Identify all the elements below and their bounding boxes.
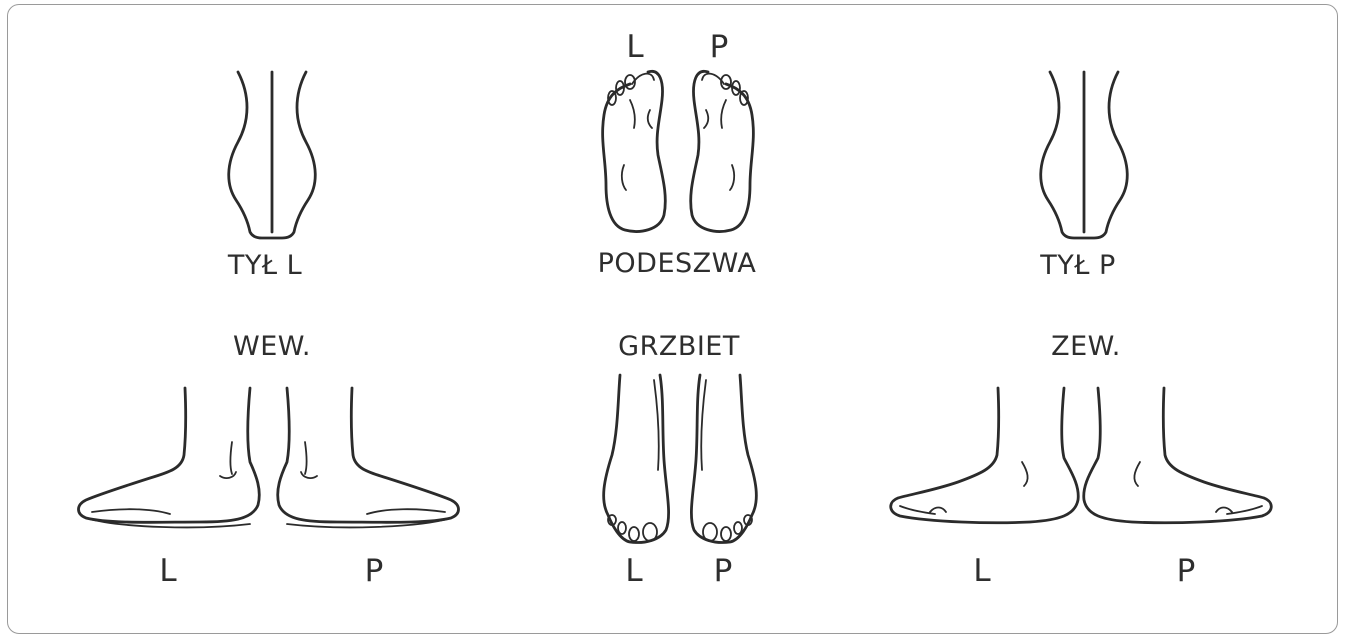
- label-back-right: TYŁ P: [1040, 252, 1116, 279]
- label-back-left: TYŁ L: [228, 252, 302, 279]
- label-inner: WEW.: [233, 333, 311, 360]
- top-view-right-drawing[interactable]: [691, 375, 756, 543]
- back-view-left-drawing[interactable]: [229, 72, 316, 238]
- label-sole: PODESZWA: [598, 250, 757, 277]
- side-right-sole: P: [710, 32, 729, 63]
- side-left-top: L: [625, 556, 642, 587]
- label-top: GRZBIET: [618, 333, 740, 360]
- label-outer: ZEW.: [1051, 333, 1121, 360]
- outer-view-left-drawing[interactable]: [891, 388, 1079, 523]
- sole-right-drawing[interactable]: [691, 71, 754, 231]
- back-view-right-drawing[interactable]: [1041, 72, 1128, 238]
- top-view-left-drawing[interactable]: [604, 375, 669, 543]
- side-left-inner: L: [159, 556, 176, 587]
- side-right-outer: P: [1177, 556, 1196, 587]
- side-left-outer: L: [973, 556, 990, 587]
- side-right-top: P: [714, 556, 733, 587]
- sole-left-drawing[interactable]: [603, 71, 666, 231]
- outer-view-right-drawing[interactable]: [1084, 388, 1272, 523]
- side-left-sole: L: [626, 32, 643, 63]
- inner-view-left-drawing[interactable]: [79, 388, 260, 527]
- side-right-inner: P: [365, 556, 384, 587]
- inner-view-right-drawing[interactable]: [278, 388, 459, 527]
- foot-drawings: [0, 0, 1348, 618]
